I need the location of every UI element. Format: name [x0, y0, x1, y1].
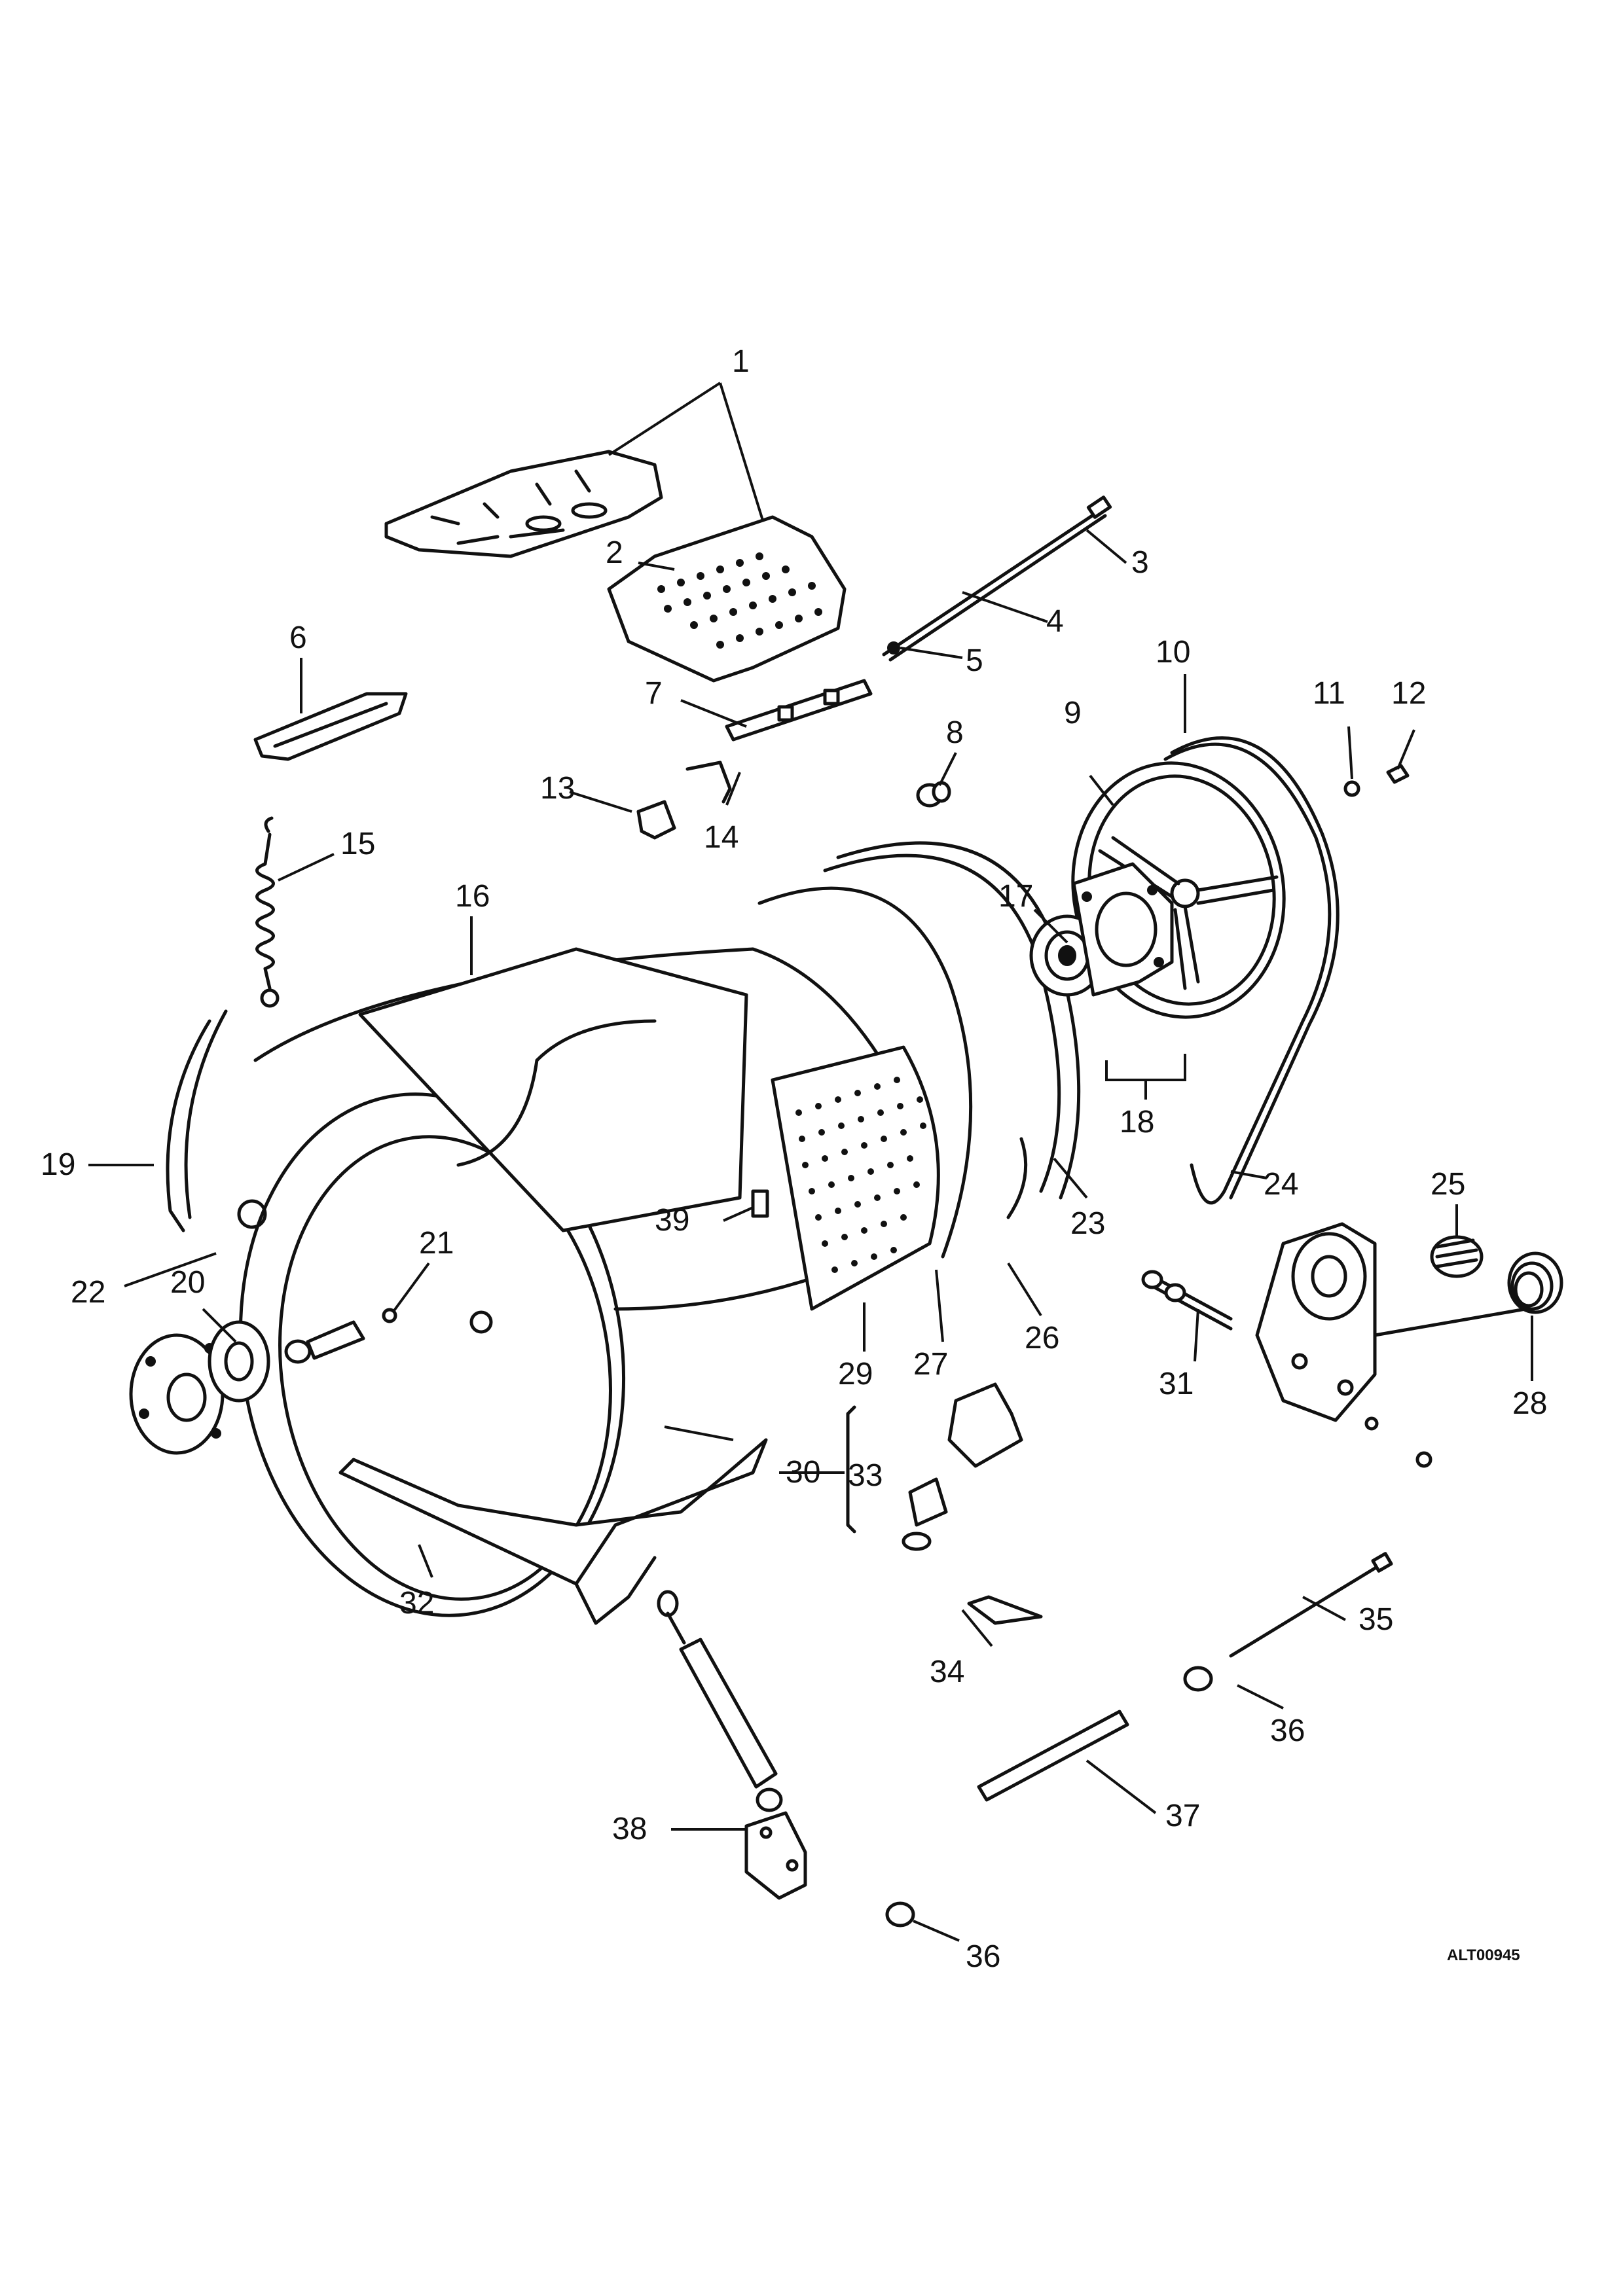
callout-1: 1 [732, 344, 750, 379]
leader-lines [88, 382, 1533, 1942]
callout-24: 24 [1264, 1167, 1298, 1202]
callout-39: 39 [655, 1203, 689, 1238]
part-7-hinge-bar [725, 679, 873, 742]
part-19-arc-bracket [166, 1009, 228, 1232]
part-21-spindle [284, 1308, 397, 1364]
callout-12: 12 [1391, 676, 1426, 711]
part-31-shaft [1141, 1270, 1233, 1331]
callout-38: 38 [612, 1812, 647, 1846]
part-32-cradle [338, 1438, 768, 1625]
part-15-spring [255, 816, 280, 1008]
part-4-rod [882, 495, 1112, 662]
callout-22: 22 [71, 1275, 105, 1310]
part-13-bracket [636, 800, 676, 840]
part-38-shock-mount [744, 1811, 807, 1900]
callout-31: 31 [1159, 1367, 1194, 1401]
part-12-clip [1386, 764, 1410, 784]
reference-code: ALT00945 [1447, 1946, 1520, 1964]
callout-3: 3 [1131, 545, 1149, 580]
callout-6: 6 [289, 620, 307, 655]
callout-17: 17 [998, 879, 1033, 914]
part-35-bolt [1229, 1552, 1393, 1658]
part-10-belt [1163, 736, 1340, 1205]
perforation-pattern [657, 552, 822, 649]
callout-35: 35 [1359, 1602, 1393, 1637]
callout-36-lower: 36 [966, 1939, 1000, 1974]
part-39-clip [751, 1189, 769, 1218]
callout-2: 2 [606, 535, 623, 570]
part-27-gasket [757, 886, 973, 1259]
callout-11: 11 [1313, 676, 1345, 711]
part-36-bushing-lower [885, 1901, 915, 1928]
callout-8: 8 [946, 715, 964, 750]
callout-29: 29 [838, 1357, 873, 1391]
part-18-flange [1072, 862, 1174, 997]
part-8-bushing [916, 781, 951, 808]
callout-33: 33 [848, 1458, 883, 1493]
part-6-bracket [253, 692, 408, 761]
part-30-pump-bracket [846, 1382, 1023, 1551]
part-20-front-flange [129, 1320, 270, 1455]
callout-19: 19 [41, 1147, 75, 1182]
part-33-shock-absorber [657, 1590, 783, 1812]
callout-15: 15 [340, 827, 375, 861]
callout-23: 23 [1070, 1206, 1105, 1241]
part-1-top-cover-right [607, 515, 847, 683]
callout-28: 28 [1512, 1386, 1547, 1421]
callout-25: 25 [1431, 1167, 1465, 1202]
callout-5: 5 [966, 643, 983, 678]
part-34-bracket [967, 1595, 1043, 1625]
part-5-nut [887, 641, 900, 655]
callout-labels: 1 2 3 4 5 6 7 8 9 10 11 12 13 14 15 16 1… [41, 344, 1547, 1974]
callout-27: 27 [913, 1347, 948, 1382]
part-26-seal [1006, 1137, 1028, 1219]
part-11-screw [1343, 780, 1360, 797]
callout-18: 18 [1120, 1105, 1154, 1139]
callout-32: 32 [399, 1586, 434, 1621]
callout-9: 9 [1064, 696, 1082, 730]
part-1-top-cover-left [384, 450, 663, 558]
callout-10: 10 [1156, 635, 1190, 670]
part-36-bushing-upper [1183, 1666, 1213, 1692]
callout-14: 14 [704, 820, 739, 855]
callout-7: 7 [645, 676, 663, 711]
part-24-motor-bracket [1255, 1222, 1527, 1422]
callout-37: 37 [1165, 1799, 1200, 1833]
callout-34: 34 [930, 1655, 964, 1689]
part-14-bracket [685, 761, 732, 804]
callout-26: 26 [1025, 1321, 1059, 1355]
part-25-gear [1430, 1235, 1484, 1278]
callout-21: 21 [419, 1226, 454, 1261]
motor-screws [1364, 1416, 1432, 1468]
callout-20: 20 [170, 1265, 205, 1300]
part-29-inner-drum-perforations [771, 1045, 940, 1311]
callout-36-upper: 36 [1270, 1713, 1305, 1748]
part-16-outer-tub [237, 947, 919, 1617]
part-28-coil-spring [1507, 1251, 1563, 1314]
part-37-tube [977, 1710, 1129, 1802]
callout-16: 16 [455, 879, 490, 914]
callout-4: 4 [1046, 604, 1064, 639]
callout-30: 30 [786, 1455, 820, 1490]
callout-13: 13 [540, 771, 575, 806]
